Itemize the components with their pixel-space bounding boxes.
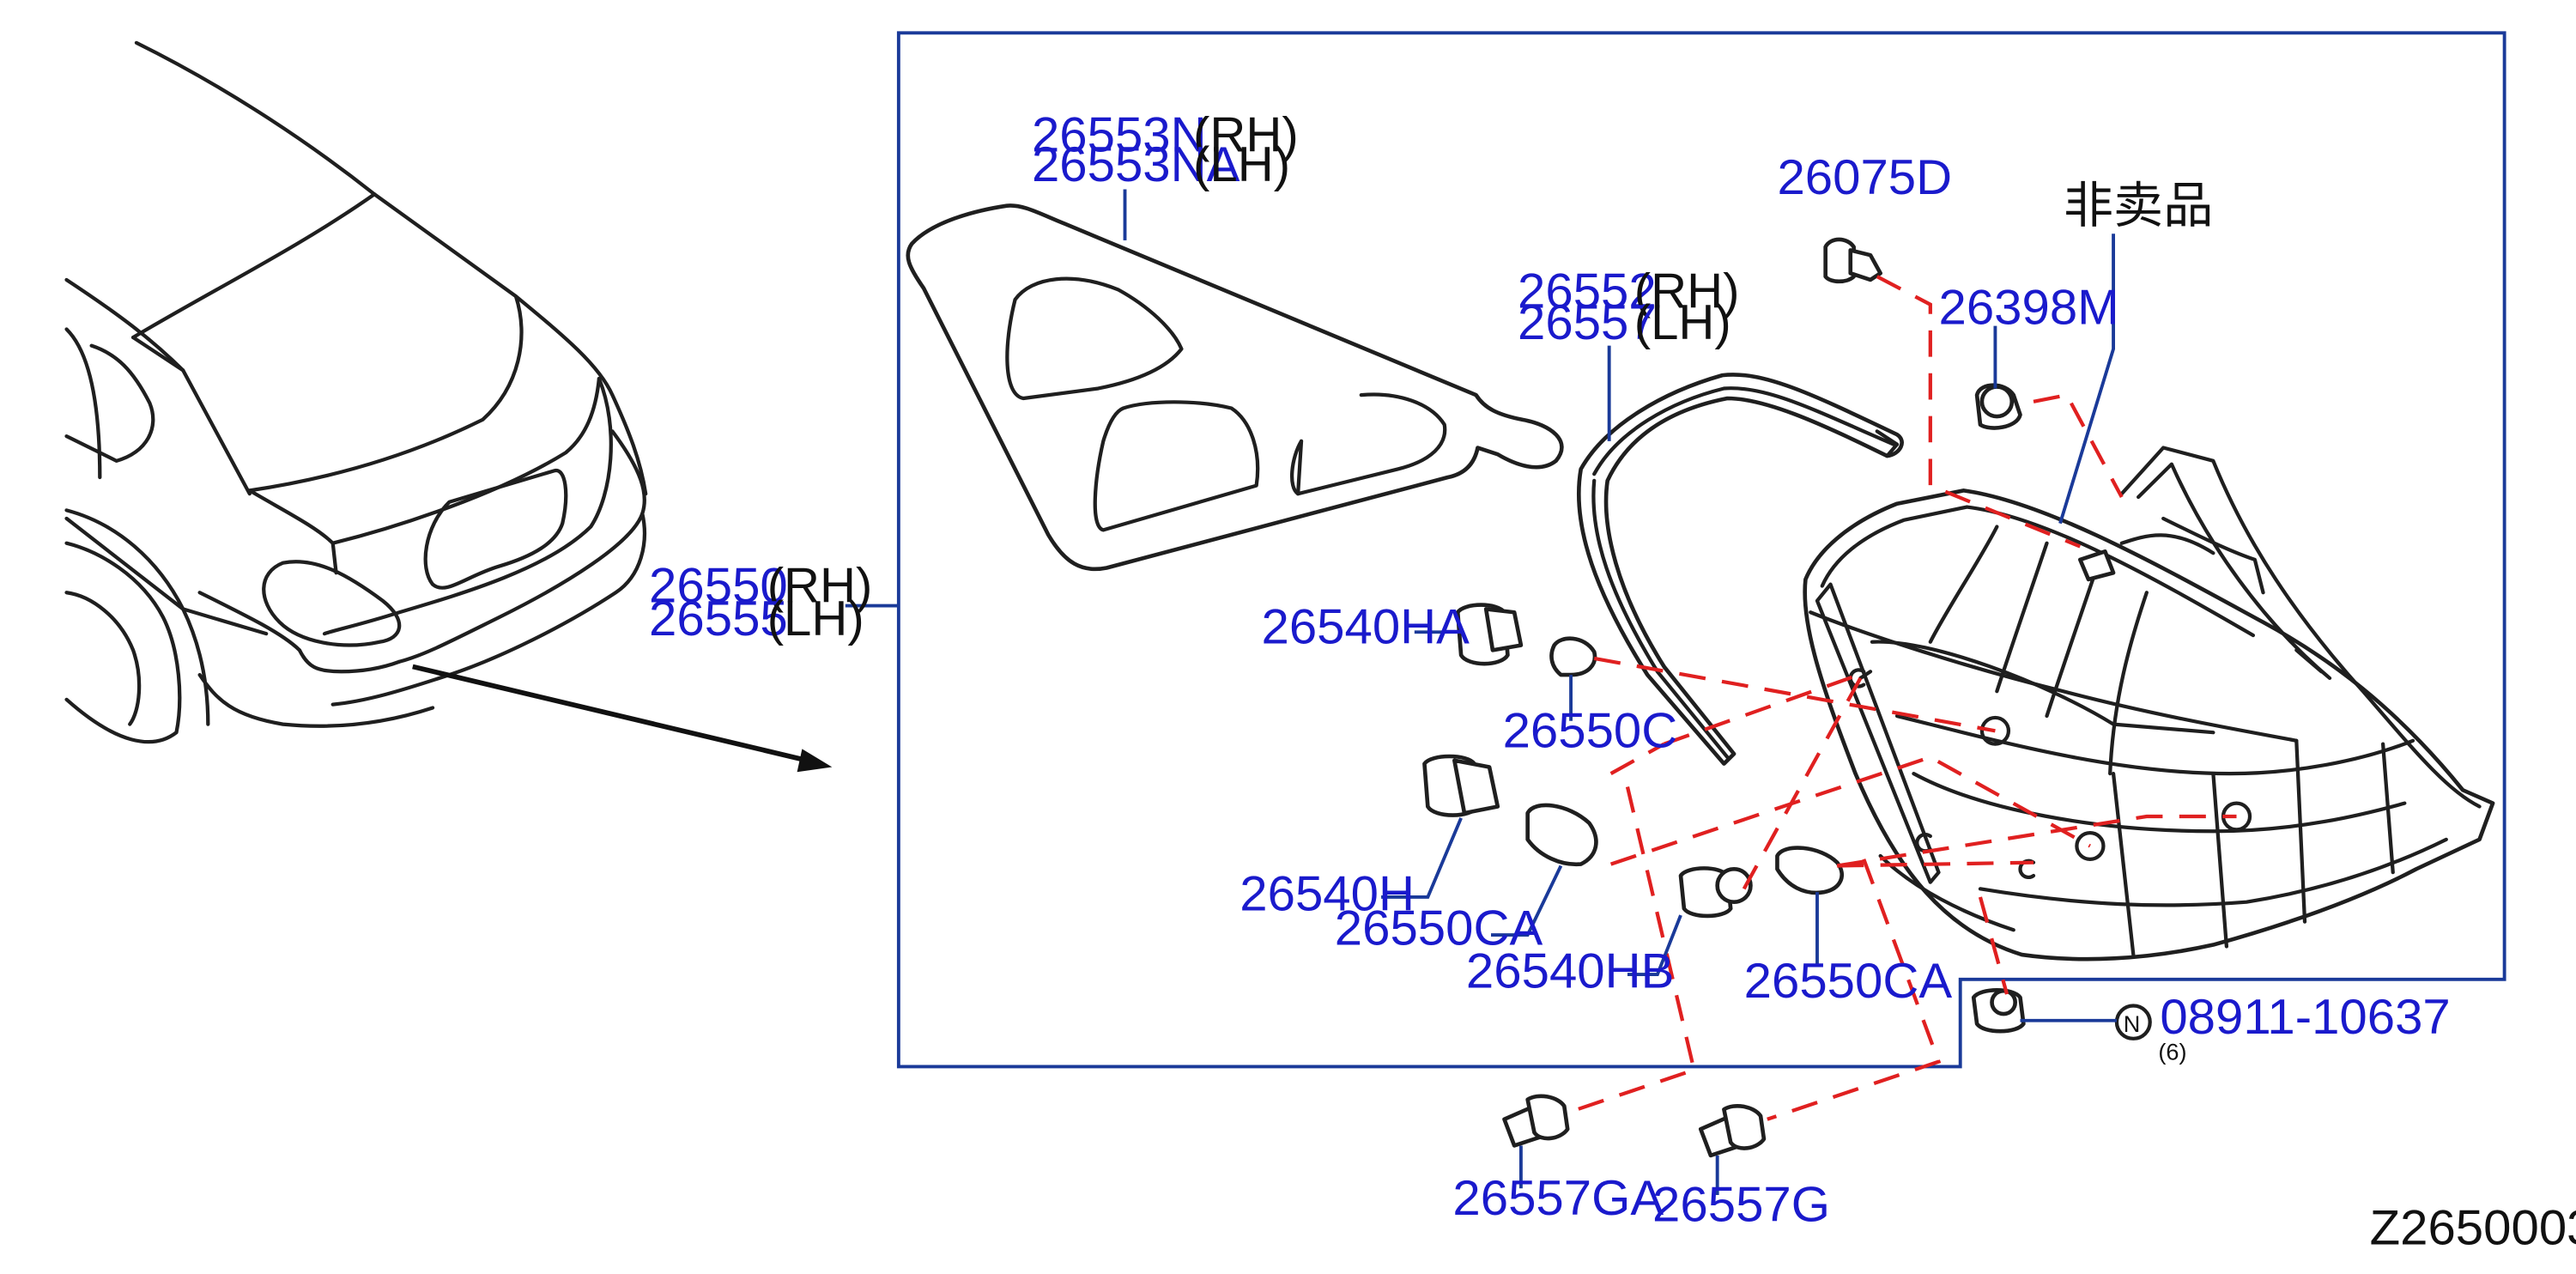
label-26557g: 26557G <box>1652 1178 1830 1233</box>
drawing-reference: Z2650003 <box>2370 1201 2576 1256</box>
label-26540hb: 26540HB <box>1466 944 1674 999</box>
label-26555-lh: (LH) <box>767 592 864 646</box>
lamp-seal <box>1577 373 1904 766</box>
label-nut-quantity: (6) <box>2158 1040 2186 1065</box>
socket-26540ha <box>1455 603 1524 666</box>
callout-labels: 26550 (RH) 26555 (LH) 26553N (RH) 26553N… <box>649 108 2576 1256</box>
grommet-26557ga <box>1502 1094 1570 1148</box>
clip-26398m <box>1974 383 2022 430</box>
bulb-26550c <box>1549 636 1597 677</box>
label-26553na: 26553NA <box>1032 137 1240 192</box>
label-26555: 26555 <box>649 592 788 646</box>
label-26550ca-right: 26550CA <box>1744 954 1953 1009</box>
label-not-for-sale: 非卖品 <box>2064 179 2213 234</box>
lamp-gasket <box>906 203 1564 572</box>
label-26553n-rh: (RH) <box>1193 108 1299 163</box>
label-26550: 26550 <box>649 559 788 614</box>
label-26552: 26552 <box>1518 264 1657 319</box>
assembly-guide-lines <box>1567 275 2237 1121</box>
label-26557-lh: (LH) <box>1634 295 1731 350</box>
label-26540h: 26540H <box>1240 867 1415 922</box>
leader-lines <box>1123 189 2117 1195</box>
label-26550-rh: (RH) <box>767 559 873 614</box>
label-08911-10637: 08911-10637 <box>2160 990 2450 1045</box>
vehicle-rear-view <box>64 40 648 744</box>
label-26550ca-left: 26550CA <box>1335 901 1543 956</box>
label-26540ha: 26540HA <box>1261 600 1470 655</box>
socket-26540h <box>1422 754 1500 817</box>
label-26557ga: 26557GA <box>1452 1171 1664 1226</box>
bulb-26550ca-left <box>1525 803 1598 867</box>
lamp-housing <box>1803 446 2495 962</box>
nut-symbol-n: N <box>2124 1011 2141 1037</box>
bulb-26550ca-right <box>1775 846 1844 895</box>
screw-26075d <box>1823 237 1882 284</box>
label-26552-rh: (RH) <box>1634 264 1740 319</box>
label-26557: 26557 <box>1518 295 1657 350</box>
label-26553na-lh: (LH) <box>1193 137 1290 192</box>
label-26550c: 26550C <box>1503 704 1678 759</box>
label-26398m: 26398M <box>1939 281 2119 336</box>
grommet-26557g <box>1698 1103 1767 1158</box>
assembly-frame <box>845 31 2506 1069</box>
label-26553n: 26553N <box>1032 108 1207 163</box>
pointer-arrow <box>412 664 833 773</box>
socket-26540hb <box>1678 866 1753 919</box>
label-26075d: 26075D <box>1777 151 1952 206</box>
